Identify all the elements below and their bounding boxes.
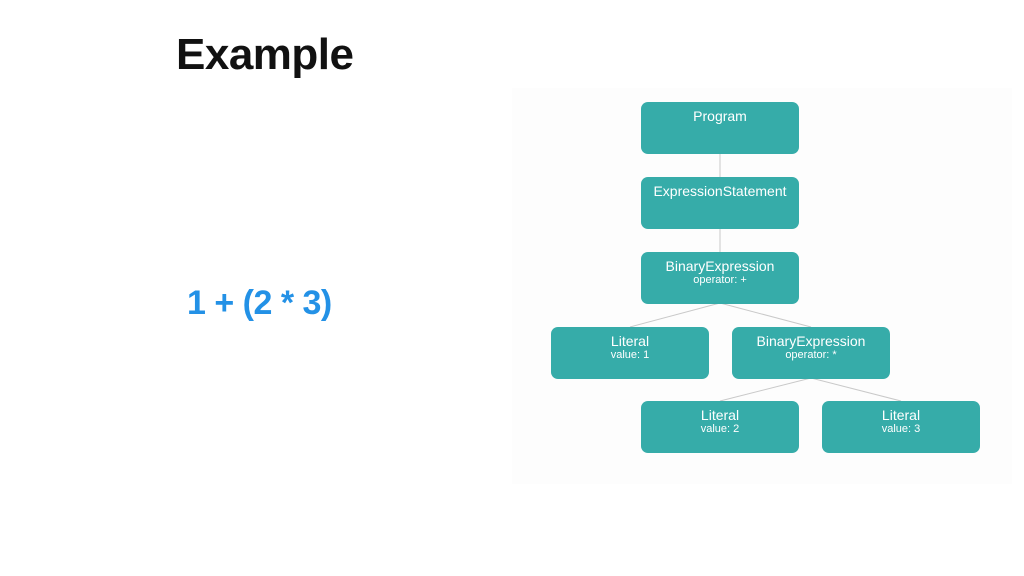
node-literal-1: Literal value: 1 <box>551 327 709 379</box>
node-binary-expression-plus: BinaryExpression operator: + <box>641 252 799 304</box>
node-binary-expression-times: BinaryExpression operator: * <box>732 327 890 379</box>
edge-binary-plus-to-binary-times <box>719 302 812 328</box>
node-binary-times-name: BinaryExpression <box>756 333 866 349</box>
node-literal-2-value: value: 2 <box>700 423 740 435</box>
node-literal-1-value: value: 1 <box>610 349 650 361</box>
node-literal-3-value: value: 3 <box>881 423 921 435</box>
edge-binary-times-to-literal-2 <box>719 377 812 402</box>
node-binary-times-operator: operator: * <box>785 349 837 361</box>
expression-text: 1 + (2 * 3) <box>187 284 332 322</box>
node-expression-statement: ExpressionStatement <box>641 177 799 229</box>
node-literal-3-name: Literal <box>881 407 921 423</box>
node-literal-2: Literal value: 2 <box>641 401 799 453</box>
node-literal-3: Literal value: 3 <box>822 401 980 453</box>
node-binary-plus-name: BinaryExpression <box>665 258 775 274</box>
node-program-name: Program <box>693 108 747 124</box>
edge-binary-plus-to-literal-1 <box>629 302 721 328</box>
node-literal-2-name: Literal <box>700 407 740 423</box>
node-binary-plus-operator: operator: + <box>693 274 747 286</box>
slide-title: Example <box>176 30 354 79</box>
node-literal-1-name: Literal <box>610 333 650 349</box>
node-expression-statement-name: ExpressionStatement <box>653 183 787 199</box>
node-program: Program <box>641 102 799 154</box>
edge-binary-times-to-literal-3 <box>810 377 902 402</box>
